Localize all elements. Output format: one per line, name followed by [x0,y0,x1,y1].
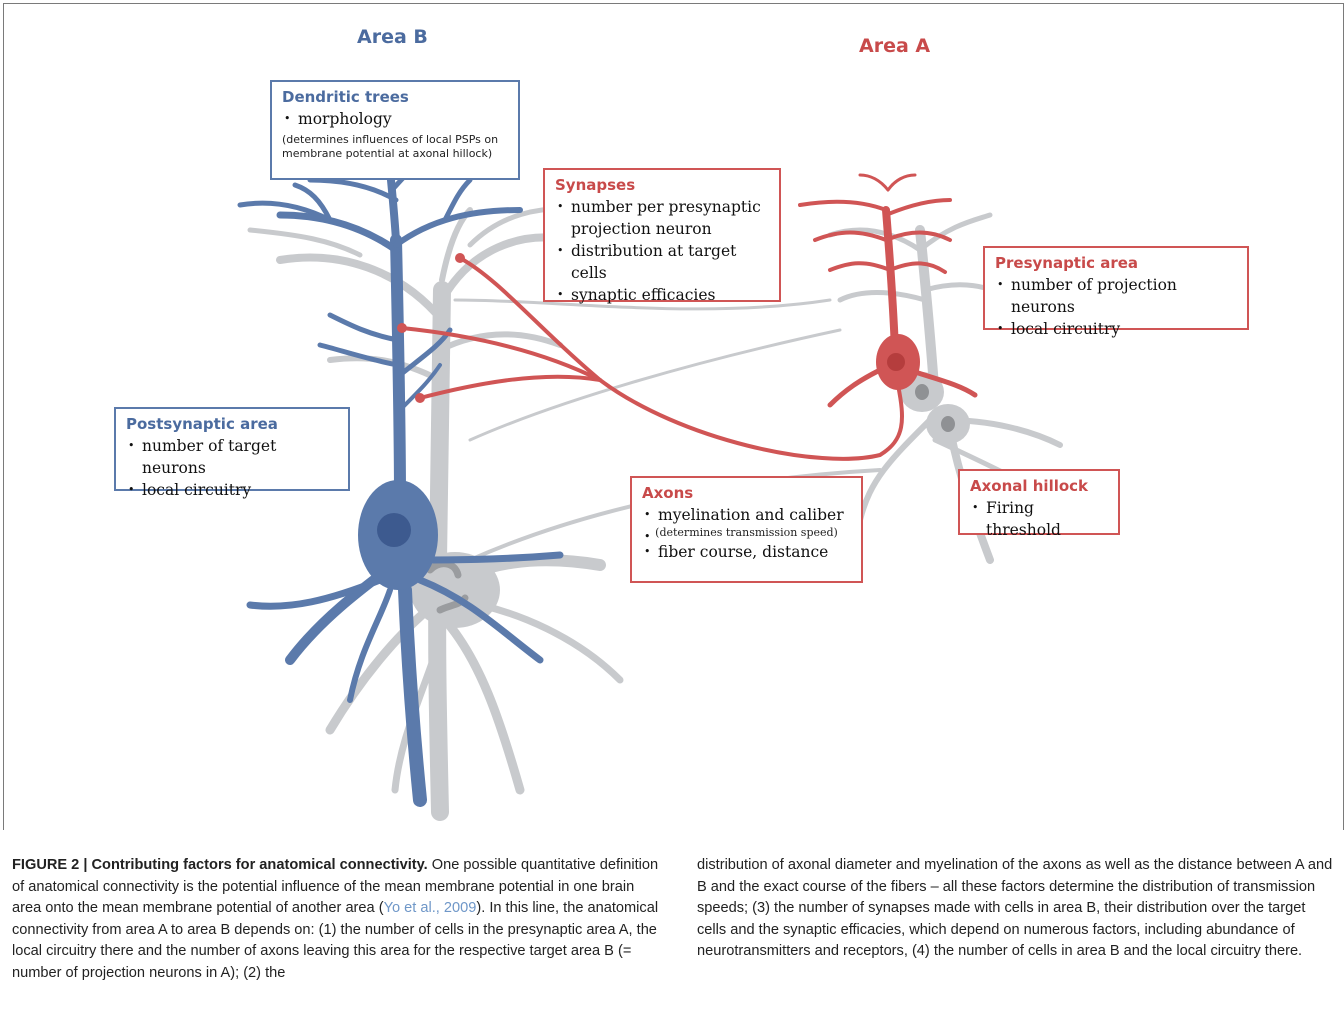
caption-label: FIGURE 2 | Contributing factors for anat… [12,857,428,873]
area-a-label: Area A [859,35,930,57]
caption-column-1: FIGURE 2 | Contributing factors for anat… [12,855,667,984]
box-item: Firing threshold [970,497,1108,541]
box-title: Axonal hillock [970,477,1108,495]
box-title: Synapses [555,176,769,194]
box-item: local circuitry [126,479,338,501]
axonal-hillock-box: Axonal hillock Firing threshold [958,469,1120,535]
box-item: synaptic efficacies [555,284,769,306]
dendritic-trees-box: Dendritic trees morphology (determines i… [270,80,520,180]
presynaptic-area-box: Presynaptic area number of projection ne… [983,246,1249,330]
area-b-label: Area B [357,26,428,48]
synapse-dot [397,323,407,333]
box-item: number of projection neurons [995,274,1237,318]
synapse-dot [415,393,425,403]
box-title: Dendritic trees [282,88,508,106]
box-item: morphology [282,108,508,130]
box-title: Postsynaptic area [126,415,338,433]
synapse-dot [455,253,465,263]
caption-text: distribution of axonal diameter and myel… [697,857,1332,959]
box-note: (determines transmission speed) [642,526,851,540]
box-title: Presynaptic area [995,254,1237,272]
box-item: number of target neurons [126,435,338,479]
box-item: number per presynaptic projection neuron [555,196,769,240]
box-item: myelination and caliber [642,504,851,526]
box-note-row: (determines transmission speed) [642,526,851,540]
synapses-box: Synapses number per presynaptic projecti… [543,168,781,302]
box-item: distribution at target cells [555,240,769,284]
caption-column-2: distribution of axonal diameter and myel… [697,855,1337,963]
box-item: local circuitry [995,318,1237,340]
box-item: fiber course, distance [642,541,851,563]
citation-link[interactable]: Yo et al., 2009 [384,900,477,916]
box-note: (determines influences of local PSPs on … [282,133,508,161]
postsynaptic-area-box: Postsynaptic area number of target neuro… [114,407,350,491]
axons-box: Axons myelination and caliber (determine… [630,476,863,583]
box-title: Axons [642,484,851,502]
